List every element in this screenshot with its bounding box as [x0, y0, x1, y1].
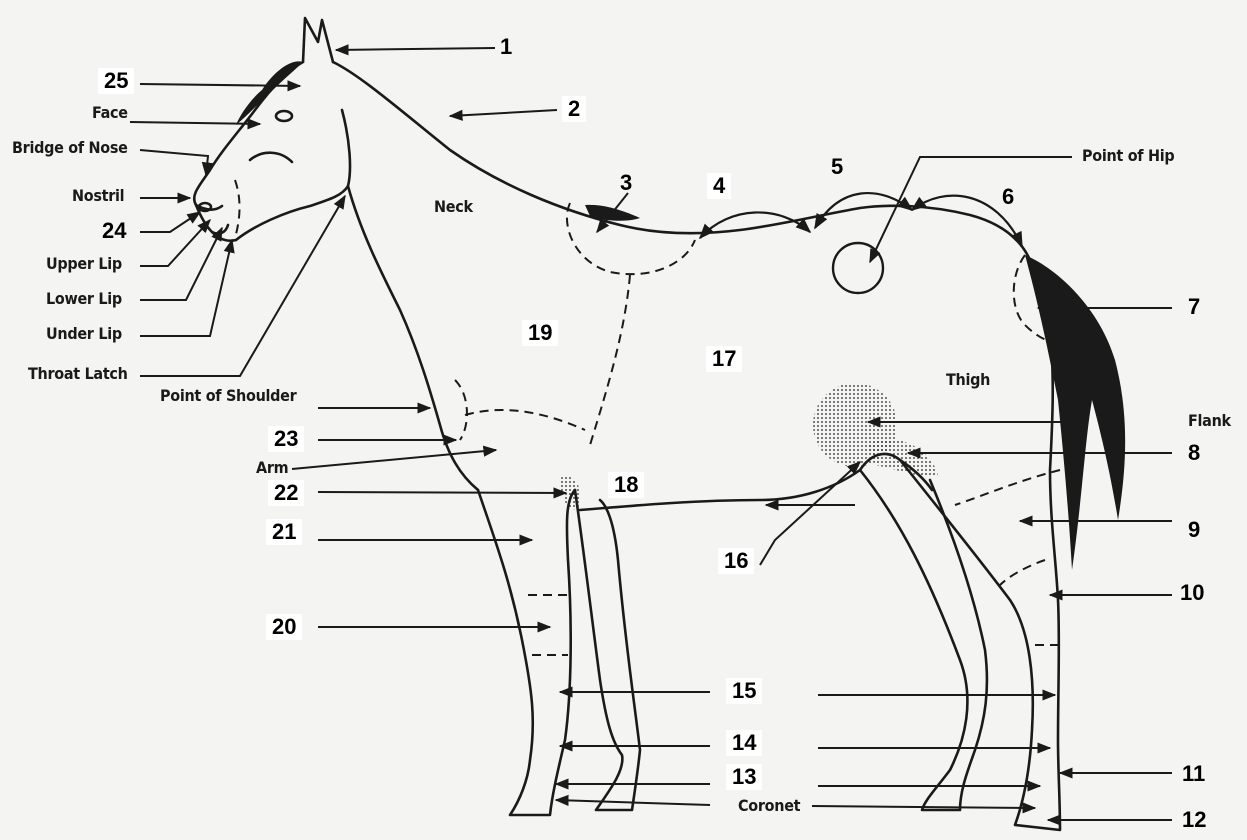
number-label-16: 16 — [718, 548, 754, 574]
number-label-4: 4 — [707, 173, 731, 199]
number-label-17: 17 — [706, 346, 742, 372]
number-label-19: 19 — [522, 320, 558, 346]
bridge-of-nose-label: Bridge of Nose — [12, 138, 128, 157]
number-label-15: 15 — [726, 678, 762, 704]
number-label-7: 7 — [1188, 294, 1200, 320]
number-label-2: 2 — [562, 96, 586, 122]
lower-lip-label: Lower Lip — [46, 289, 122, 308]
number-label-8: 8 — [1188, 440, 1200, 466]
neck-label: Neck — [434, 197, 473, 216]
number-label-23: 23 — [268, 426, 304, 452]
coronet-label: Coronet — [738, 796, 800, 815]
number-label-20: 20 — [266, 614, 302, 640]
number-label-10: 10 — [1180, 580, 1204, 606]
number-label-5: 5 — [831, 154, 843, 180]
number-label-6: 6 — [1002, 184, 1014, 210]
number-label-21: 21 — [266, 519, 302, 545]
nostril-label: Nostril — [72, 186, 124, 205]
number-label-1: 1 — [500, 34, 512, 60]
number-label-22: 22 — [268, 480, 304, 506]
face-label: Face — [92, 103, 128, 122]
arc-arrows — [700, 193, 1022, 246]
arm-label: Arm — [256, 458, 288, 477]
number-label-24: 24 — [102, 218, 126, 244]
number-label-25: 25 — [98, 68, 134, 94]
number-label-3: 3 — [620, 170, 632, 196]
number-label-12: 12 — [1182, 807, 1206, 833]
point-of-shoulder-label: Point of Shoulder — [160, 386, 296, 405]
number-label-18: 18 — [608, 472, 644, 498]
number-label-11: 11 — [1182, 761, 1205, 787]
upper-lip-label: Upper Lip — [46, 254, 122, 273]
mane-and-tail — [236, 61, 1125, 570]
horse-outline — [194, 18, 1060, 830]
region-outlines — [235, 180, 1060, 655]
number-label-14: 14 — [726, 730, 762, 756]
under-lip-label: Under Lip — [46, 324, 122, 343]
point-of-hip-label: Point of Hip — [1082, 146, 1174, 165]
number-label-9: 9 — [1188, 517, 1200, 543]
throat-latch-label: Throat Latch — [28, 364, 128, 383]
thigh-label: Thigh — [946, 370, 990, 389]
stifle-stipple — [868, 439, 938, 476]
flank-label: Flank — [1188, 411, 1231, 430]
number-label-13: 13 — [726, 764, 762, 790]
